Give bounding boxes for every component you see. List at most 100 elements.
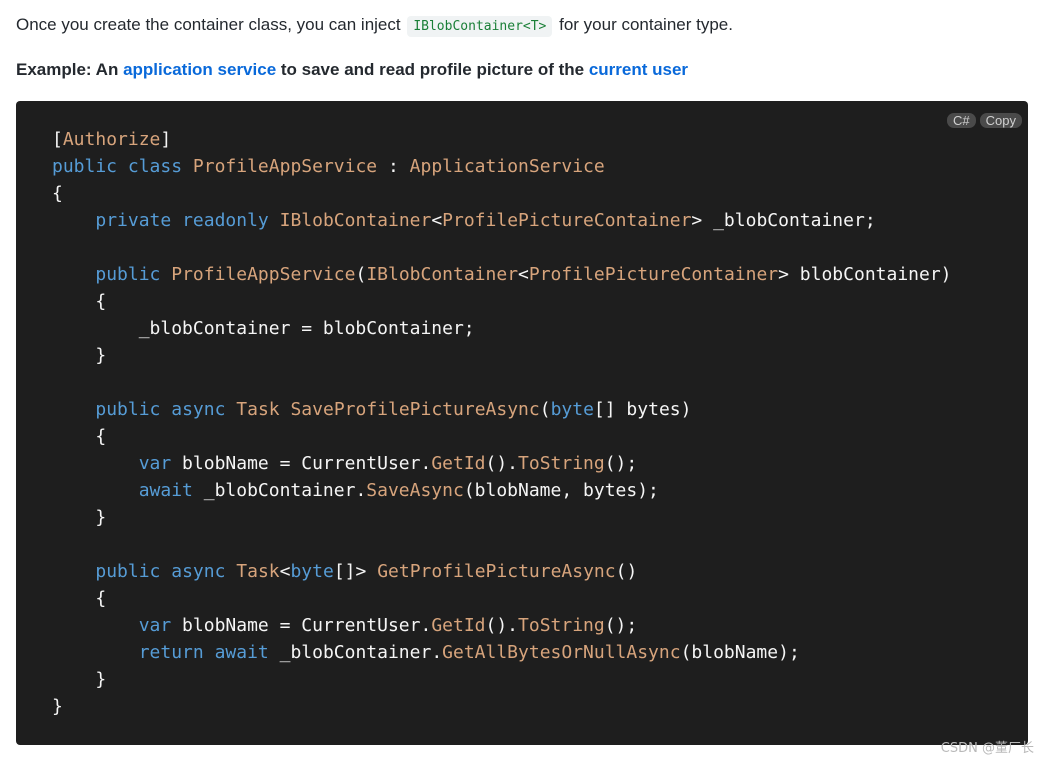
code-line: }	[52, 669, 106, 690]
code-token: }	[52, 507, 107, 528]
code-line: _blobContainer = blobContainer;	[52, 318, 475, 339]
code-token	[160, 399, 171, 420]
inline-code-iblobcontainer: IBlobContainer<T>	[407, 16, 553, 37]
code-token: await	[214, 642, 269, 663]
code-token: (	[355, 264, 367, 285]
code-line: var blobName = CurrentUser.GetId().ToStr…	[52, 453, 638, 474]
code-token: Task	[236, 399, 280, 420]
code-line: return await _blobContainer.GetAllBytesO…	[52, 642, 800, 663]
code-content: [Authorize] public class ProfileAppServi…	[52, 126, 952, 720]
code-token: {	[52, 426, 107, 447]
code-token: blobName = CurrentUser.	[171, 453, 432, 474]
code-token: ()	[615, 561, 638, 582]
code-line: {	[52, 291, 106, 312]
code-token: <	[279, 561, 291, 582]
code-line: {	[52, 426, 106, 447]
code-token: byte	[550, 399, 594, 420]
code-token: _blobContainer.	[192, 480, 367, 501]
code-token: public	[95, 264, 161, 285]
code-token	[160, 561, 171, 582]
code-token: (blobName, bytes);	[463, 480, 659, 501]
code-line: public class ProfileAppService : Applica…	[52, 156, 605, 177]
code-token: _blobContainer.	[268, 642, 443, 663]
copy-button[interactable]: Copy	[979, 113, 1022, 128]
code-token: var	[138, 615, 172, 636]
application-service-link[interactable]: application service	[123, 60, 277, 79]
code-token	[171, 210, 182, 231]
current-user-link[interactable]: current user	[588, 60, 689, 79]
code-token	[52, 615, 139, 636]
watermark: CSDN @董厂长	[940, 741, 1034, 756]
code-token: IBlobContainer	[366, 264, 519, 285]
code-line: public async Task<byte[]> GetProfilePict…	[52, 561, 637, 582]
code-token: ProfileAppService	[171, 264, 356, 285]
language-badge: C#	[947, 113, 976, 128]
code-line: }	[52, 696, 63, 717]
code-token	[52, 264, 95, 285]
code-token	[225, 399, 236, 420]
code-toolbar: C# Copy	[947, 113, 1022, 128]
code-line: public ProfileAppService(IBlobContainer<…	[52, 264, 951, 285]
code-line: await _blobContainer.SaveAsync(blobName,…	[52, 480, 659, 501]
code-token	[117, 156, 128, 177]
code-token: [	[52, 129, 63, 150]
code-token: public	[95, 399, 161, 420]
code-token: _blobContainer = blobContainer;	[52, 318, 475, 339]
code-token: return	[138, 642, 204, 663]
code-token: [] bytes)	[593, 399, 692, 420]
code-token: > _blobContainer;	[691, 210, 876, 231]
code-token: }	[52, 669, 107, 690]
code-token: async	[171, 399, 226, 420]
code-token: SaveProfilePictureAsync	[290, 399, 540, 420]
code-token: <	[518, 264, 529, 285]
code-token: :	[377, 156, 410, 177]
code-token	[52, 399, 95, 420]
code-line: {	[52, 183, 63, 204]
code-token	[225, 561, 236, 582]
code-token: await	[138, 480, 193, 501]
code-token: async	[171, 561, 226, 582]
code-token: ProfilePictureContainer	[528, 264, 779, 285]
code-token	[160, 264, 171, 285]
code-token	[52, 210, 95, 231]
code-token	[182, 156, 193, 177]
code-token: ();	[604, 615, 638, 636]
code-token: <	[431, 210, 443, 231]
code-token: ]	[160, 129, 172, 150]
intro-text-before: Once you create the container class, you…	[16, 15, 406, 34]
code-line: var blobName = CurrentUser.GetId().ToStr…	[52, 615, 638, 636]
code-token	[280, 399, 291, 420]
example-middle: to save and read profile picture of the	[276, 60, 589, 79]
code-token: {	[52, 183, 63, 204]
code-token	[52, 561, 95, 582]
example-prefix: Example: An	[16, 60, 124, 79]
code-token	[52, 453, 139, 474]
code-token: ToString	[518, 615, 605, 636]
code-token: ().	[485, 615, 519, 636]
code-token: readonly	[182, 210, 269, 231]
code-token: GetAllBytesOrNullAsync	[442, 642, 681, 663]
code-token: (blobName);	[680, 642, 800, 663]
code-token: class	[127, 156, 183, 177]
code-line: private readonly IBlobContainer<ProfileP…	[52, 210, 876, 231]
code-token: GetId	[431, 453, 486, 474]
code-line: {	[52, 588, 106, 609]
intro-text-after: for your container type.	[554, 15, 733, 34]
example-heading: Example: An application service to save …	[16, 57, 688, 83]
code-token: public	[52, 156, 118, 177]
code-token: ApplicationService	[409, 156, 605, 177]
code-token	[204, 642, 215, 663]
code-token: ();	[604, 453, 638, 474]
code-token: ToString	[518, 453, 605, 474]
code-line: public async Task SaveProfilePictureAsyn…	[52, 399, 691, 420]
code-token: byte	[290, 561, 334, 582]
code-token: }	[52, 345, 107, 366]
code-token: {	[52, 291, 107, 312]
code-token: ().	[485, 453, 519, 474]
code-line: [Authorize]	[52, 129, 171, 150]
code-token: ProfileAppService	[192, 156, 378, 177]
code-token: var	[138, 453, 172, 474]
code-token	[52, 480, 139, 501]
code-token: []>	[333, 561, 378, 582]
code-token: blobName = CurrentUser.	[171, 615, 432, 636]
